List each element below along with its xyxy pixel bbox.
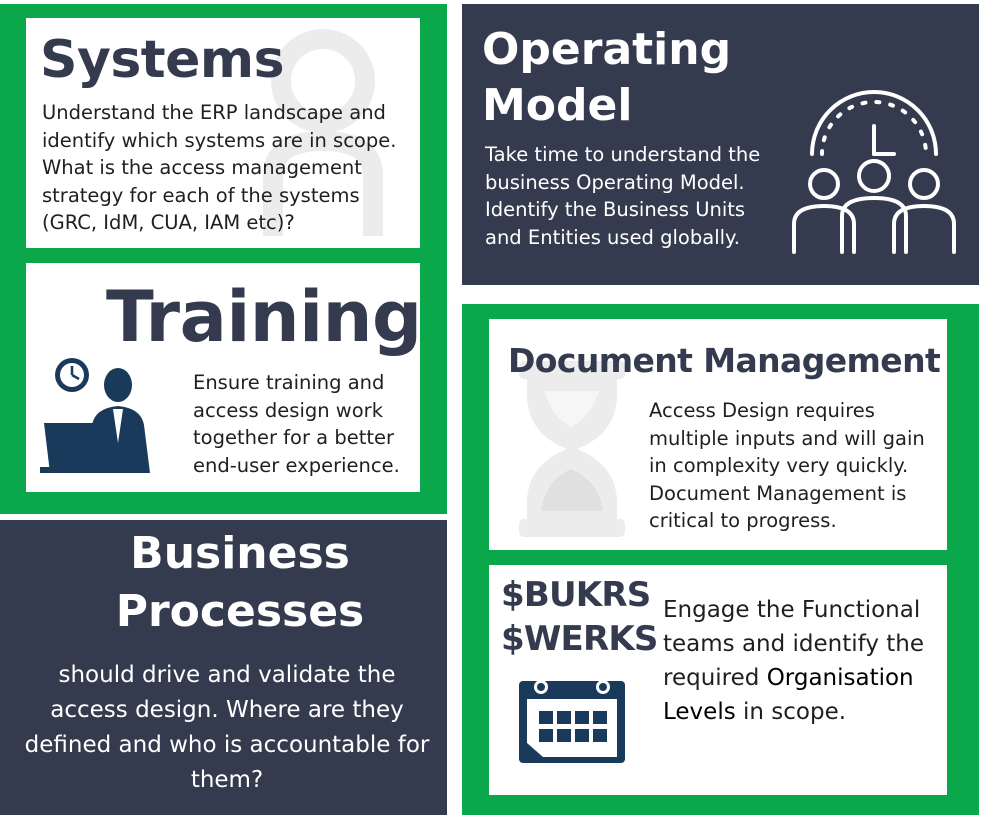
person-icon — [263, 29, 383, 236]
org-levels-body: Engage the Functional teams and identify… — [663, 593, 943, 729]
hourglass-icon — [519, 361, 625, 537]
org-levels-body-post: in scope. — [735, 699, 847, 725]
operating-model-title-line2: Model — [482, 80, 633, 131]
code-werks: $WERKS — [501, 619, 658, 659]
document-management-title: Document Management — [508, 341, 941, 380]
operating-model-title-line1: Operating — [482, 24, 732, 75]
business-processes-panel: Business Processes should drive and vali… — [0, 520, 447, 815]
systems-title: Systems — [40, 30, 285, 90]
business-processes-body: should drive and validate the access des… — [24, 662, 430, 793]
training-title: Training — [106, 276, 422, 358]
training-card: Training Ensure training and access desi… — [26, 263, 422, 492]
document-management-body: Access Design requires multiple inputs a… — [649, 399, 925, 532]
org-levels-card: $BUKRS $WERKS Engage the Functional team… — [489, 565, 947, 795]
business-processes-title-line2: Processes — [115, 586, 365, 637]
systems-body: Understand the ERP landscape and identif… — [42, 101, 397, 234]
calendar-icon — [519, 680, 625, 763]
document-management-card: Document Management Access Design requir… — [489, 319, 947, 550]
person-at-laptop-icon — [40, 358, 150, 473]
training-body: Ensure training and access design work t… — [193, 371, 400, 477]
org-levels-emph-organisation: Organisation — [766, 665, 914, 691]
operating-model-panel: Operating Model Take time to understand … — [462, 4, 979, 285]
operating-model-body: Take time to understand the business Ope… — [485, 143, 761, 249]
org-levels-emph-levels: Levels — [663, 699, 736, 725]
systems-card: Systems Understand the ERP landscape and… — [26, 18, 420, 248]
org-levels-body-pre: Engage the Functional teams and identify… — [663, 597, 925, 691]
code-bukrs: $BUKRS — [501, 575, 651, 615]
business-processes-title-line1: Business — [130, 528, 350, 579]
clock-with-people-icon — [792, 90, 956, 254]
